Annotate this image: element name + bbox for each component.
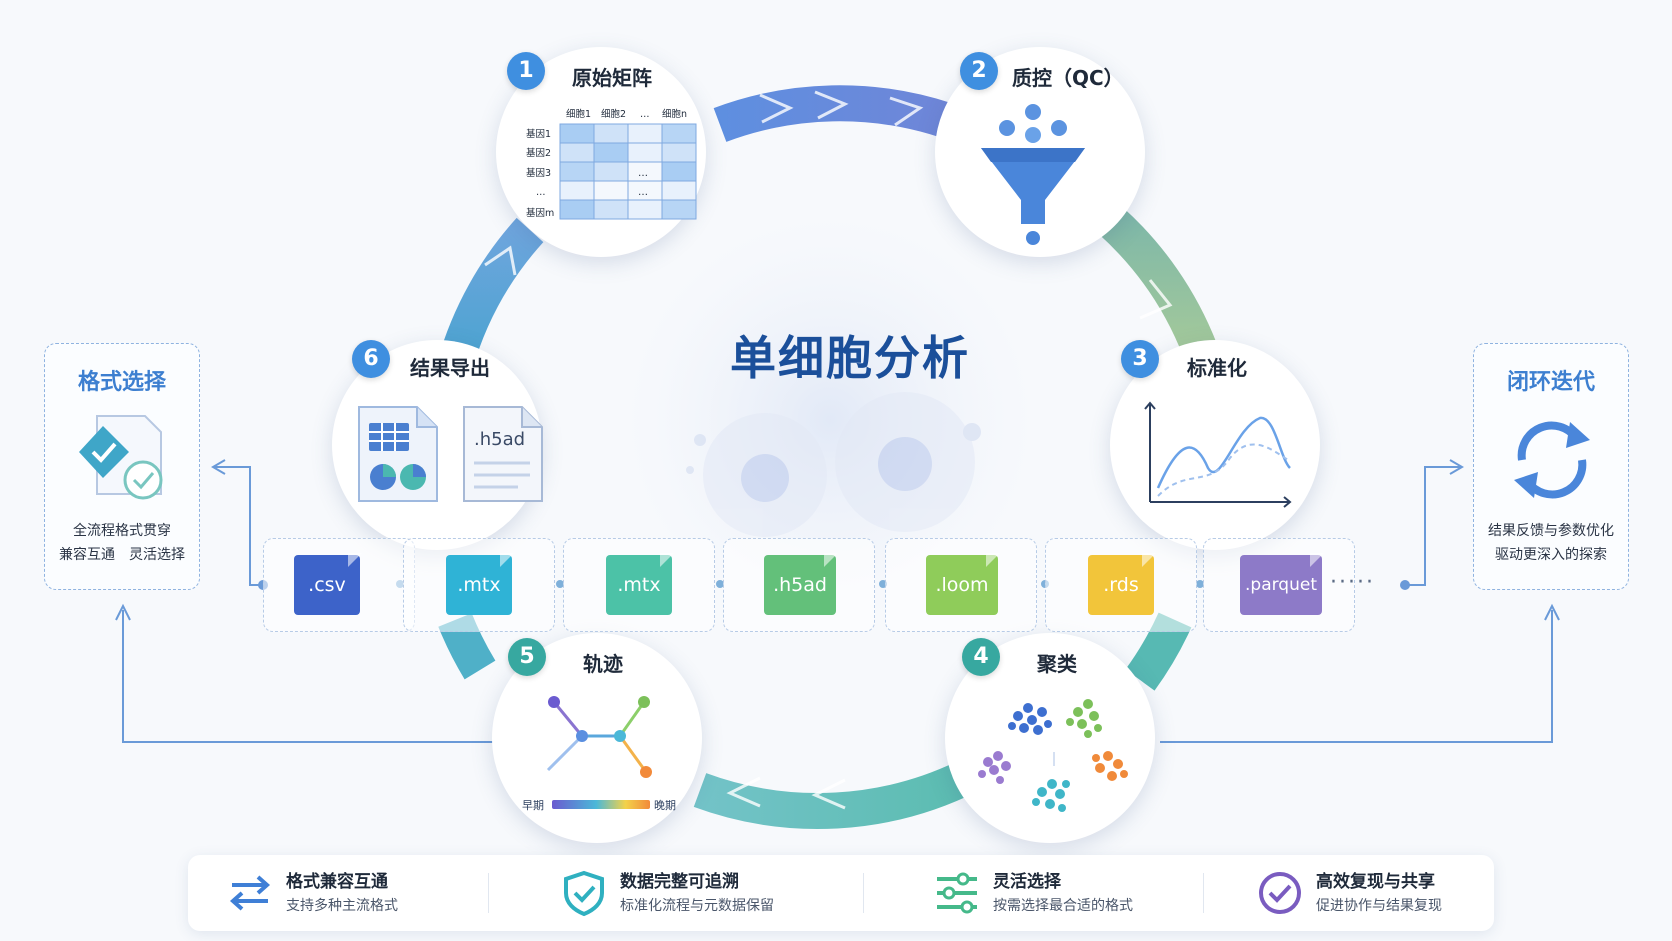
stage-title-clustering: 聚类: [1037, 652, 1077, 676]
matrix-row-header: 基因2: [526, 147, 551, 159]
refresh-cycle-icon: [1514, 421, 1590, 499]
matrix-col-header: 细胞n: [662, 108, 687, 120]
sliders-icon: [937, 872, 977, 914]
trajectory-early-label: 早期: [522, 799, 544, 812]
matrix-col-header: 细胞1: [566, 108, 591, 120]
format-selection-panel: 格式选择 全流程格式贯穿 兼容互通 灵活选择: [44, 343, 200, 590]
feature-title: 数据完整可追溯: [620, 872, 739, 892]
format-selection-title: 格式选择: [77, 370, 166, 395]
format-selection-desc-line1: 全流程格式贯穿: [73, 523, 171, 539]
swap-arrows-icon: [229, 875, 271, 911]
format-cell[interactable]: .h5ad: [723, 538, 875, 632]
ring-segment-top: [713, 85, 951, 142]
stage-title-normalization: 标准化: [1187, 356, 1247, 380]
matrix-row-header: …: [536, 187, 546, 198]
ring-segment-bottom: [693, 758, 979, 830]
matrix-table-icon: 细胞1 细胞2 … 细胞n 基因1 基因2 基因3 … 基因m … …: [526, 108, 697, 220]
h5ad-file-label: .h5ad: [474, 429, 525, 450]
check-circle-icon: [1259, 872, 1301, 914]
stage-number-5: 5: [508, 638, 546, 676]
feature-title: 灵活选择: [993, 872, 1061, 892]
feature-bar: 格式兼容互通 支持多种主流格式 数据完整可追溯 标准化流程与元数据保留 灵活选择…: [188, 855, 1494, 931]
center-title: 单细胞分析: [730, 331, 970, 385]
csv-file-badge: .csv: [294, 553, 362, 615]
format-cell[interactable]: .parquet: [1203, 538, 1355, 632]
matrix-ellipsis: …: [638, 187, 648, 198]
format-cell[interactable]: .csv: [263, 538, 415, 632]
feature-title: 格式兼容互通: [286, 872, 388, 892]
closed-loop-title: 闭环迭代: [1506, 370, 1595, 395]
stage-number-3: 3: [1121, 340, 1159, 378]
stage-title-export: 结果导出: [410, 356, 490, 380]
parquet-file-badge: .parquet: [1240, 553, 1324, 615]
matrix-row-header: 基因3: [526, 167, 551, 179]
right-return-connector: [1160, 610, 1553, 743]
normalization-curve-chart-icon: [1144, 401, 1292, 508]
format-strip: .csv .mtx .mtx .h5ad .loom .rds .parquet: [263, 538, 1403, 632]
stage-number-6: 6: [352, 340, 390, 378]
format-selection-desc-line2: 兼容互通 灵活选择: [59, 547, 185, 563]
stage-number-2: 2: [960, 52, 998, 90]
trajectory-tree-icon: 早期 晚期: [522, 696, 676, 812]
feature-desc: 促进协作与结果复现: [1316, 898, 1442, 914]
cell-illustration: [686, 392, 981, 537]
stage-title-trajectory: 轨迹: [583, 652, 623, 676]
feature-desc: 按需选择最合适的格式: [993, 898, 1133, 914]
more-formats-ellipsis: ·····: [1330, 570, 1375, 595]
feature-divider: [1203, 873, 1204, 913]
format-cell[interactable]: .mtx: [563, 538, 715, 632]
matrix-row-header: 基因m: [526, 207, 554, 219]
stage-title-raw-matrix: 原始矩阵: [572, 66, 652, 90]
matrix-ellipsis: …: [638, 168, 648, 179]
closed-loop-desc-line2: 驱动更深入的探索: [1495, 547, 1607, 563]
rds-file-badge: .rds: [1088, 553, 1156, 615]
document-check-icon: [79, 415, 163, 500]
matrix-col-header: …: [640, 109, 650, 120]
spreadsheet-file-icon: [358, 406, 438, 502]
matrix-row-header: 基因1: [526, 128, 551, 140]
shield-check-icon: [564, 870, 604, 917]
cluster-scatter-icon: [978, 699, 1128, 812]
feature-desc: 支持多种主流格式: [286, 898, 398, 914]
format-cell[interactable]: .mtx: [403, 538, 555, 632]
ring-chevrons: [484, 90, 1173, 810]
loom-file-badge: .loom: [926, 553, 1000, 615]
stage-number-1: 1: [507, 52, 545, 90]
funnel-icon: [981, 104, 1085, 245]
mtx-file-badge: .mtx: [606, 553, 674, 615]
closed-loop-desc-line1: 结果反馈与参数优化: [1488, 523, 1614, 539]
trajectory-late-label: 晚期: [654, 799, 676, 812]
feature-divider: [863, 873, 864, 913]
mtx-file-badge: .mtx: [446, 553, 514, 615]
format-cell[interactable]: .rds: [1045, 538, 1197, 632]
closed-loop-panel: 闭环迭代 结果反馈与参数优化 驱动更深入的探索: [1473, 343, 1629, 590]
right-connector: [1405, 466, 1460, 586]
feature-desc: 标准化流程与元数据保留: [620, 898, 774, 914]
stage-title-qc: 质控（QC）: [1012, 66, 1124, 90]
stage-number-4: 4: [962, 638, 1000, 676]
ring-segment-right: [1097, 206, 1217, 357]
left-connector: [215, 466, 263, 586]
h5ad-file-badge: .h5ad: [764, 553, 838, 615]
left-return-connector: [122, 610, 500, 743]
format-cell[interactable]: .loom: [885, 538, 1037, 632]
feature-title: 高效复现与共享: [1316, 872, 1435, 892]
feature-divider: [488, 873, 489, 913]
h5ad-file-icon: .h5ad: [463, 406, 543, 502]
matrix-col-header: 细胞2: [601, 108, 626, 120]
